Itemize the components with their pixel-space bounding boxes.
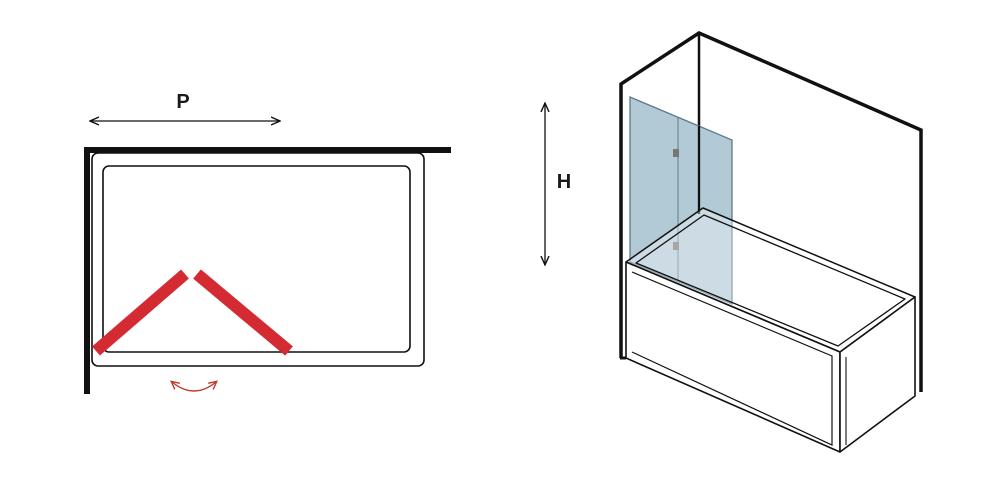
width-label: P — [176, 91, 189, 113]
hinge-top-icon — [673, 149, 679, 157]
bathtub-outline — [91, 152, 425, 367]
bathtub-inner — [102, 165, 411, 353]
bathtub-front-inner — [631, 271, 833, 446]
bathtub-rim-inner — [635, 214, 906, 347]
height-dimension: H — [545, 104, 571, 264]
screen-panel-left — [92, 269, 189, 356]
swing-arrow — [172, 382, 216, 392]
hinge-bottom-icon — [673, 242, 679, 250]
screen-panel-right — [193, 269, 293, 356]
glass-panel — [629, 96, 733, 305]
plan-wall — [84, 147, 451, 394]
isometric-view — [619, 31, 923, 453]
bathtub-side-face — [839, 296, 916, 453]
plan-view: P — [84, 91, 451, 394]
height-label: H — [557, 171, 571, 193]
